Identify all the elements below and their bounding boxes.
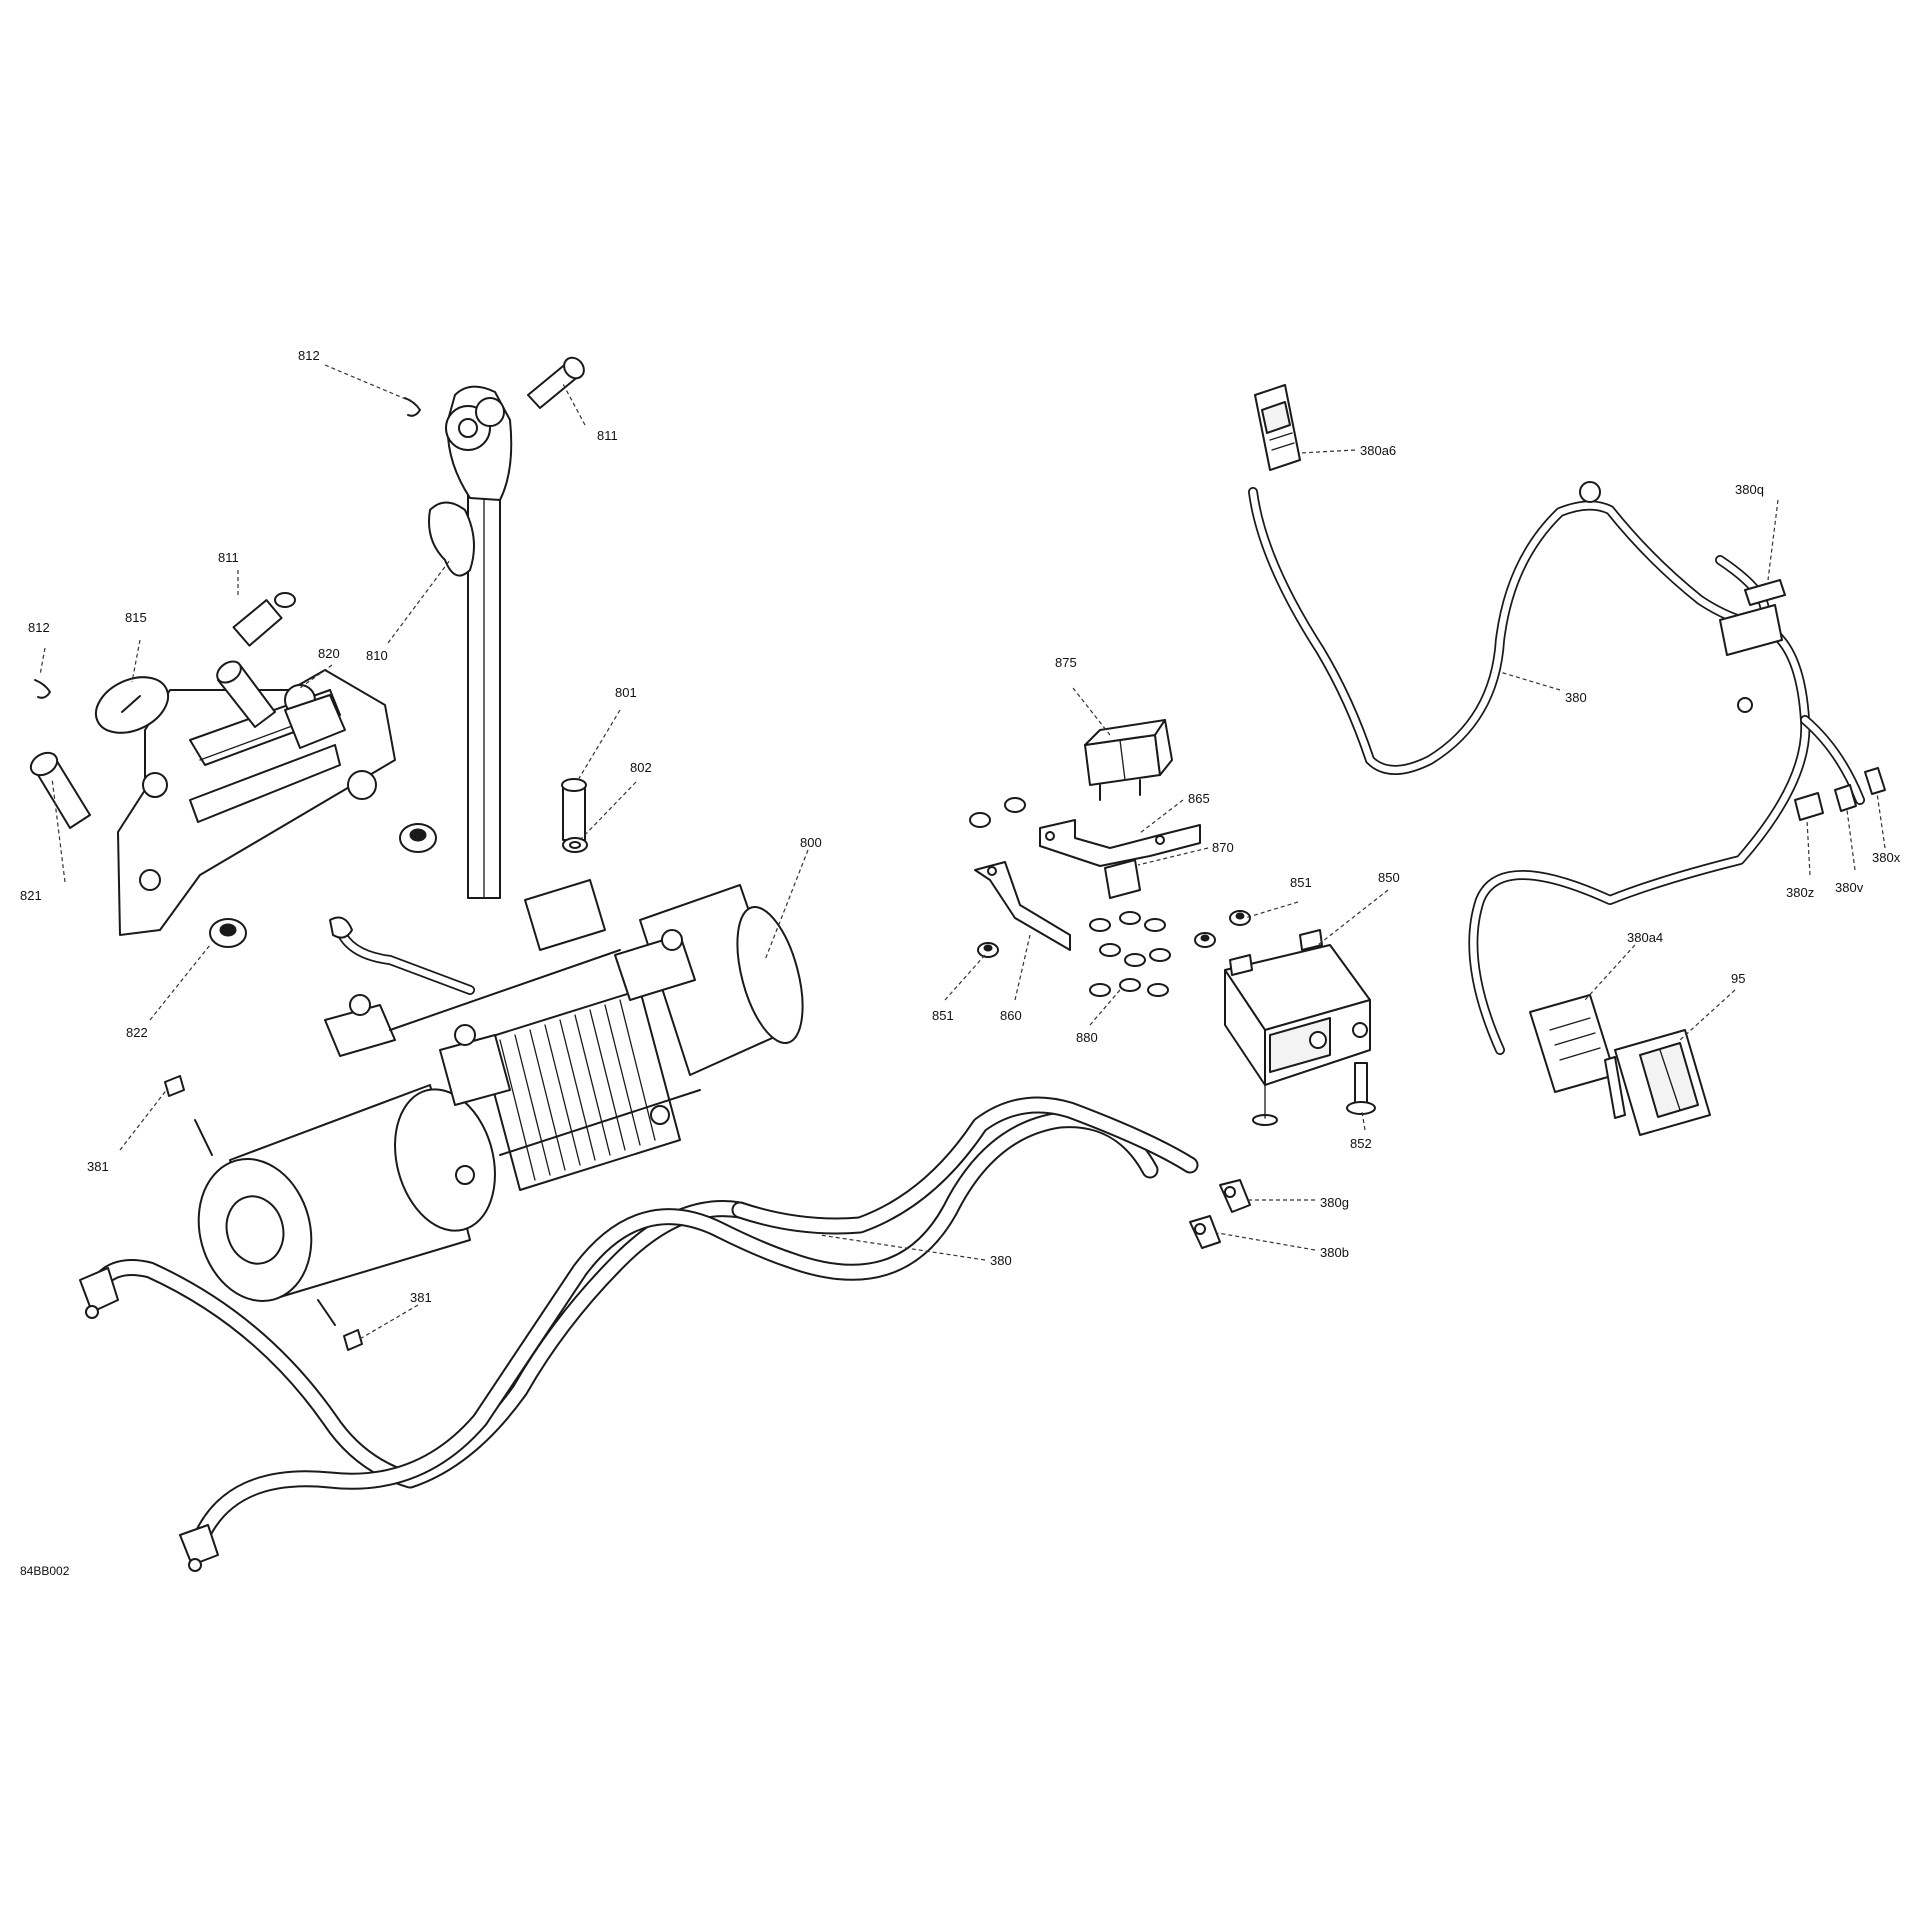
bolt-fairlead-upper: [216, 660, 276, 728]
bracket-860: [974, 861, 1071, 951]
nut-851-left: [977, 942, 999, 958]
callout-leaders: [39, 364, 1886, 1341]
callout-380b: 380b: [1320, 1245, 1349, 1260]
fuse-380q: [1744, 579, 1786, 606]
callout-870: 870: [1212, 840, 1234, 855]
callout-380g: 380g: [1320, 1195, 1349, 1210]
callout-380v: 380v: [1835, 880, 1864, 895]
bolt-contactor-lower: [1252, 1079, 1278, 1126]
nuts-mount-top: [969, 797, 1026, 828]
callout-865: 865: [1188, 791, 1210, 806]
control-harness-380: [1248, 481, 1865, 1055]
callout-380x: 380x: [1872, 850, 1901, 865]
ring-terminal-380b: [1189, 1215, 1221, 1249]
nut-851-right: [1194, 910, 1251, 948]
callout-850: 850: [1378, 870, 1400, 885]
clip-812-left: [34, 679, 51, 699]
terminal-380v: [1834, 784, 1857, 812]
callout-380q: 380q: [1735, 482, 1764, 497]
terminal-380x: [1864, 767, 1886, 795]
callout-380-harness: 380: [1565, 690, 1587, 705]
cover-plate-815: [94, 676, 170, 734]
winch-rope-coils: [499, 999, 656, 1181]
callout-802: 802: [630, 760, 652, 775]
callout-810: 810: [366, 648, 388, 663]
rocker-switch-95: [1604, 1029, 1711, 1136]
nut-fairlead-right: [399, 823, 437, 853]
clip-812-top: [404, 397, 421, 417]
nut-822: [209, 918, 247, 948]
power-cables-380: [79, 1096, 1199, 1572]
callout-860: 860: [1000, 1008, 1022, 1023]
bolt-821: [29, 751, 91, 829]
callout-95: 95: [1731, 971, 1745, 986]
fairlead-820: [117, 669, 396, 936]
callout-800: 800: [800, 835, 822, 850]
callout-380z: 380z: [1786, 885, 1814, 900]
callout-380-power-cable: 380: [990, 1253, 1012, 1268]
callout-822: 822: [126, 1025, 148, 1040]
callout-851-right: 851: [1290, 875, 1312, 890]
washers-880: [1089, 911, 1171, 997]
callout-815: 815: [125, 610, 147, 625]
figure-reference-code: 84BB002: [20, 1564, 70, 1578]
terminal-380z: [1794, 792, 1824, 821]
mount-bracket-870: [1104, 859, 1141, 899]
winch-800: [197, 879, 804, 1302]
hook-strap-810: [428, 385, 513, 899]
connector-380a6: [1254, 384, 1301, 471]
callout-381-top: 381: [87, 1159, 109, 1174]
washer-802: [562, 837, 588, 853]
callout-812-left: 812: [28, 620, 50, 635]
bolt-801: [561, 778, 587, 841]
callout-380a4: 380a4: [1627, 930, 1663, 945]
callout-851-left: 851: [932, 1008, 954, 1023]
callout-820: 820: [318, 646, 340, 661]
bolt-852: [1346, 1062, 1376, 1115]
callout-381-bottom: 381: [410, 1290, 432, 1305]
relay-875: [1084, 719, 1173, 801]
contactor-850: [1224, 929, 1371, 1086]
callout-812-top: 812: [298, 348, 320, 363]
callout-811-top: 811: [597, 428, 618, 443]
callout-380a6: 380a6: [1360, 443, 1396, 458]
ring-terminal-380g: [1219, 1179, 1251, 1213]
callout-880: 880: [1076, 1030, 1098, 1045]
terminal-381-top: [164, 1075, 213, 1156]
fuse-holder-harness: [1719, 604, 1783, 656]
pin-811-top: [527, 356, 585, 409]
callout-852: 852: [1350, 1136, 1372, 1151]
switch-housing-380a4: [1529, 994, 1616, 1093]
callout-811-left: 811: [218, 550, 239, 565]
mount-bracket-865: [1039, 819, 1201, 867]
callout-875: 875: [1055, 655, 1077, 670]
pin-811-left: [232, 592, 296, 647]
callout-821: 821: [20, 888, 42, 903]
terminal-381-bottom: [317, 1299, 363, 1351]
callout-801: 801: [615, 685, 637, 700]
callout-labels: 812 811 810 811 812 815 820 821 822 801 …: [20, 348, 1901, 1305]
